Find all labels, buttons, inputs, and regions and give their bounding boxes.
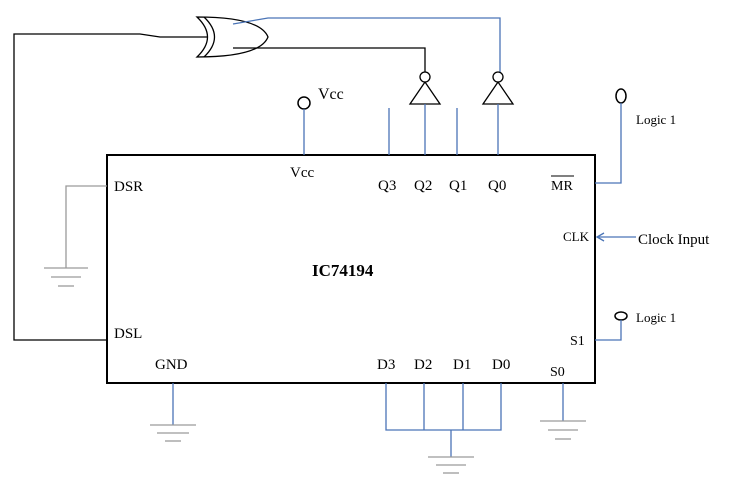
or-input-from-q2-inverter (233, 47, 426, 72)
pin-clk-label: CLK (563, 229, 590, 244)
logic1-mr-label: Logic 1 (636, 112, 676, 127)
q2-inverter (408, 80, 442, 105)
s1-wire (595, 320, 622, 341)
pin-mr-label: MR (551, 179, 573, 194)
q2-inverter-bubble (419, 71, 431, 83)
pin-d0-label: D0 (492, 357, 510, 373)
pin-s1-label: S1 (570, 334, 585, 349)
mr-wire (595, 103, 622, 184)
pin-q1-label: Q1 (449, 178, 467, 194)
ic-body (106, 154, 596, 384)
vcc-supply-label: Vcc (318, 86, 344, 103)
pin-dsr-label: DSR (114, 179, 143, 195)
data-inputs-bus (385, 383, 502, 431)
dsr-ground-wire (65, 185, 107, 268)
pin-s0-label: S0 (550, 365, 565, 380)
q0-inverter (481, 80, 515, 105)
s1-logic1-terminal (614, 311, 628, 321)
or-gate (195, 16, 269, 58)
pin-gnd-label: GND (155, 357, 188, 373)
or-output-feedback-wire (13, 33, 207, 341)
pin-q2-label: Q2 (414, 178, 432, 194)
pin-q3-label: Q3 (378, 178, 396, 194)
pin-q0-label: Q0 (488, 178, 506, 194)
pin-dsl-label: DSL (114, 326, 142, 342)
pin-d1-label: D1 (453, 357, 471, 373)
clock-arrowhead (595, 232, 605, 242)
clock-input-label: Clock Input (638, 232, 710, 248)
pin-d3-label: D3 (377, 357, 395, 373)
or-gate-back-curve (203, 16, 216, 58)
q0-inverter-bubble (492, 71, 504, 83)
mr-logic1-terminal (615, 88, 627, 104)
vcc-terminal (297, 96, 311, 110)
chip-name-label: IC74194 (312, 261, 374, 280)
or-input-from-q0-inverter (232, 17, 501, 72)
logic1-s1-label: Logic 1 (636, 310, 676, 325)
pin-vcc-label: Vcc (290, 165, 314, 181)
pin-d2-label: D2 (414, 357, 432, 373)
